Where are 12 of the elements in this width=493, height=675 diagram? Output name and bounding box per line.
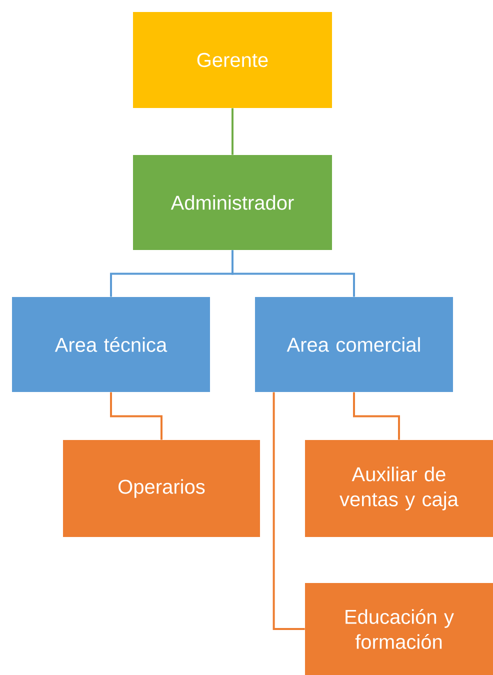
org-box: Area técnica (12, 297, 210, 392)
org-box: Gerente (133, 12, 332, 108)
connector-line (272, 392, 305, 630)
connector-line (353, 392, 400, 440)
org-box: Area comercial (255, 297, 453, 392)
org-box: Educación y formación (305, 583, 493, 675)
connector-line (110, 392, 162, 440)
org-box: Auxiliar de ventas y caja (305, 440, 493, 537)
org-box: Administrador (133, 155, 332, 250)
connector-line (232, 108, 234, 155)
org-box: Operarios (63, 440, 260, 537)
connector-line (232, 250, 355, 297)
